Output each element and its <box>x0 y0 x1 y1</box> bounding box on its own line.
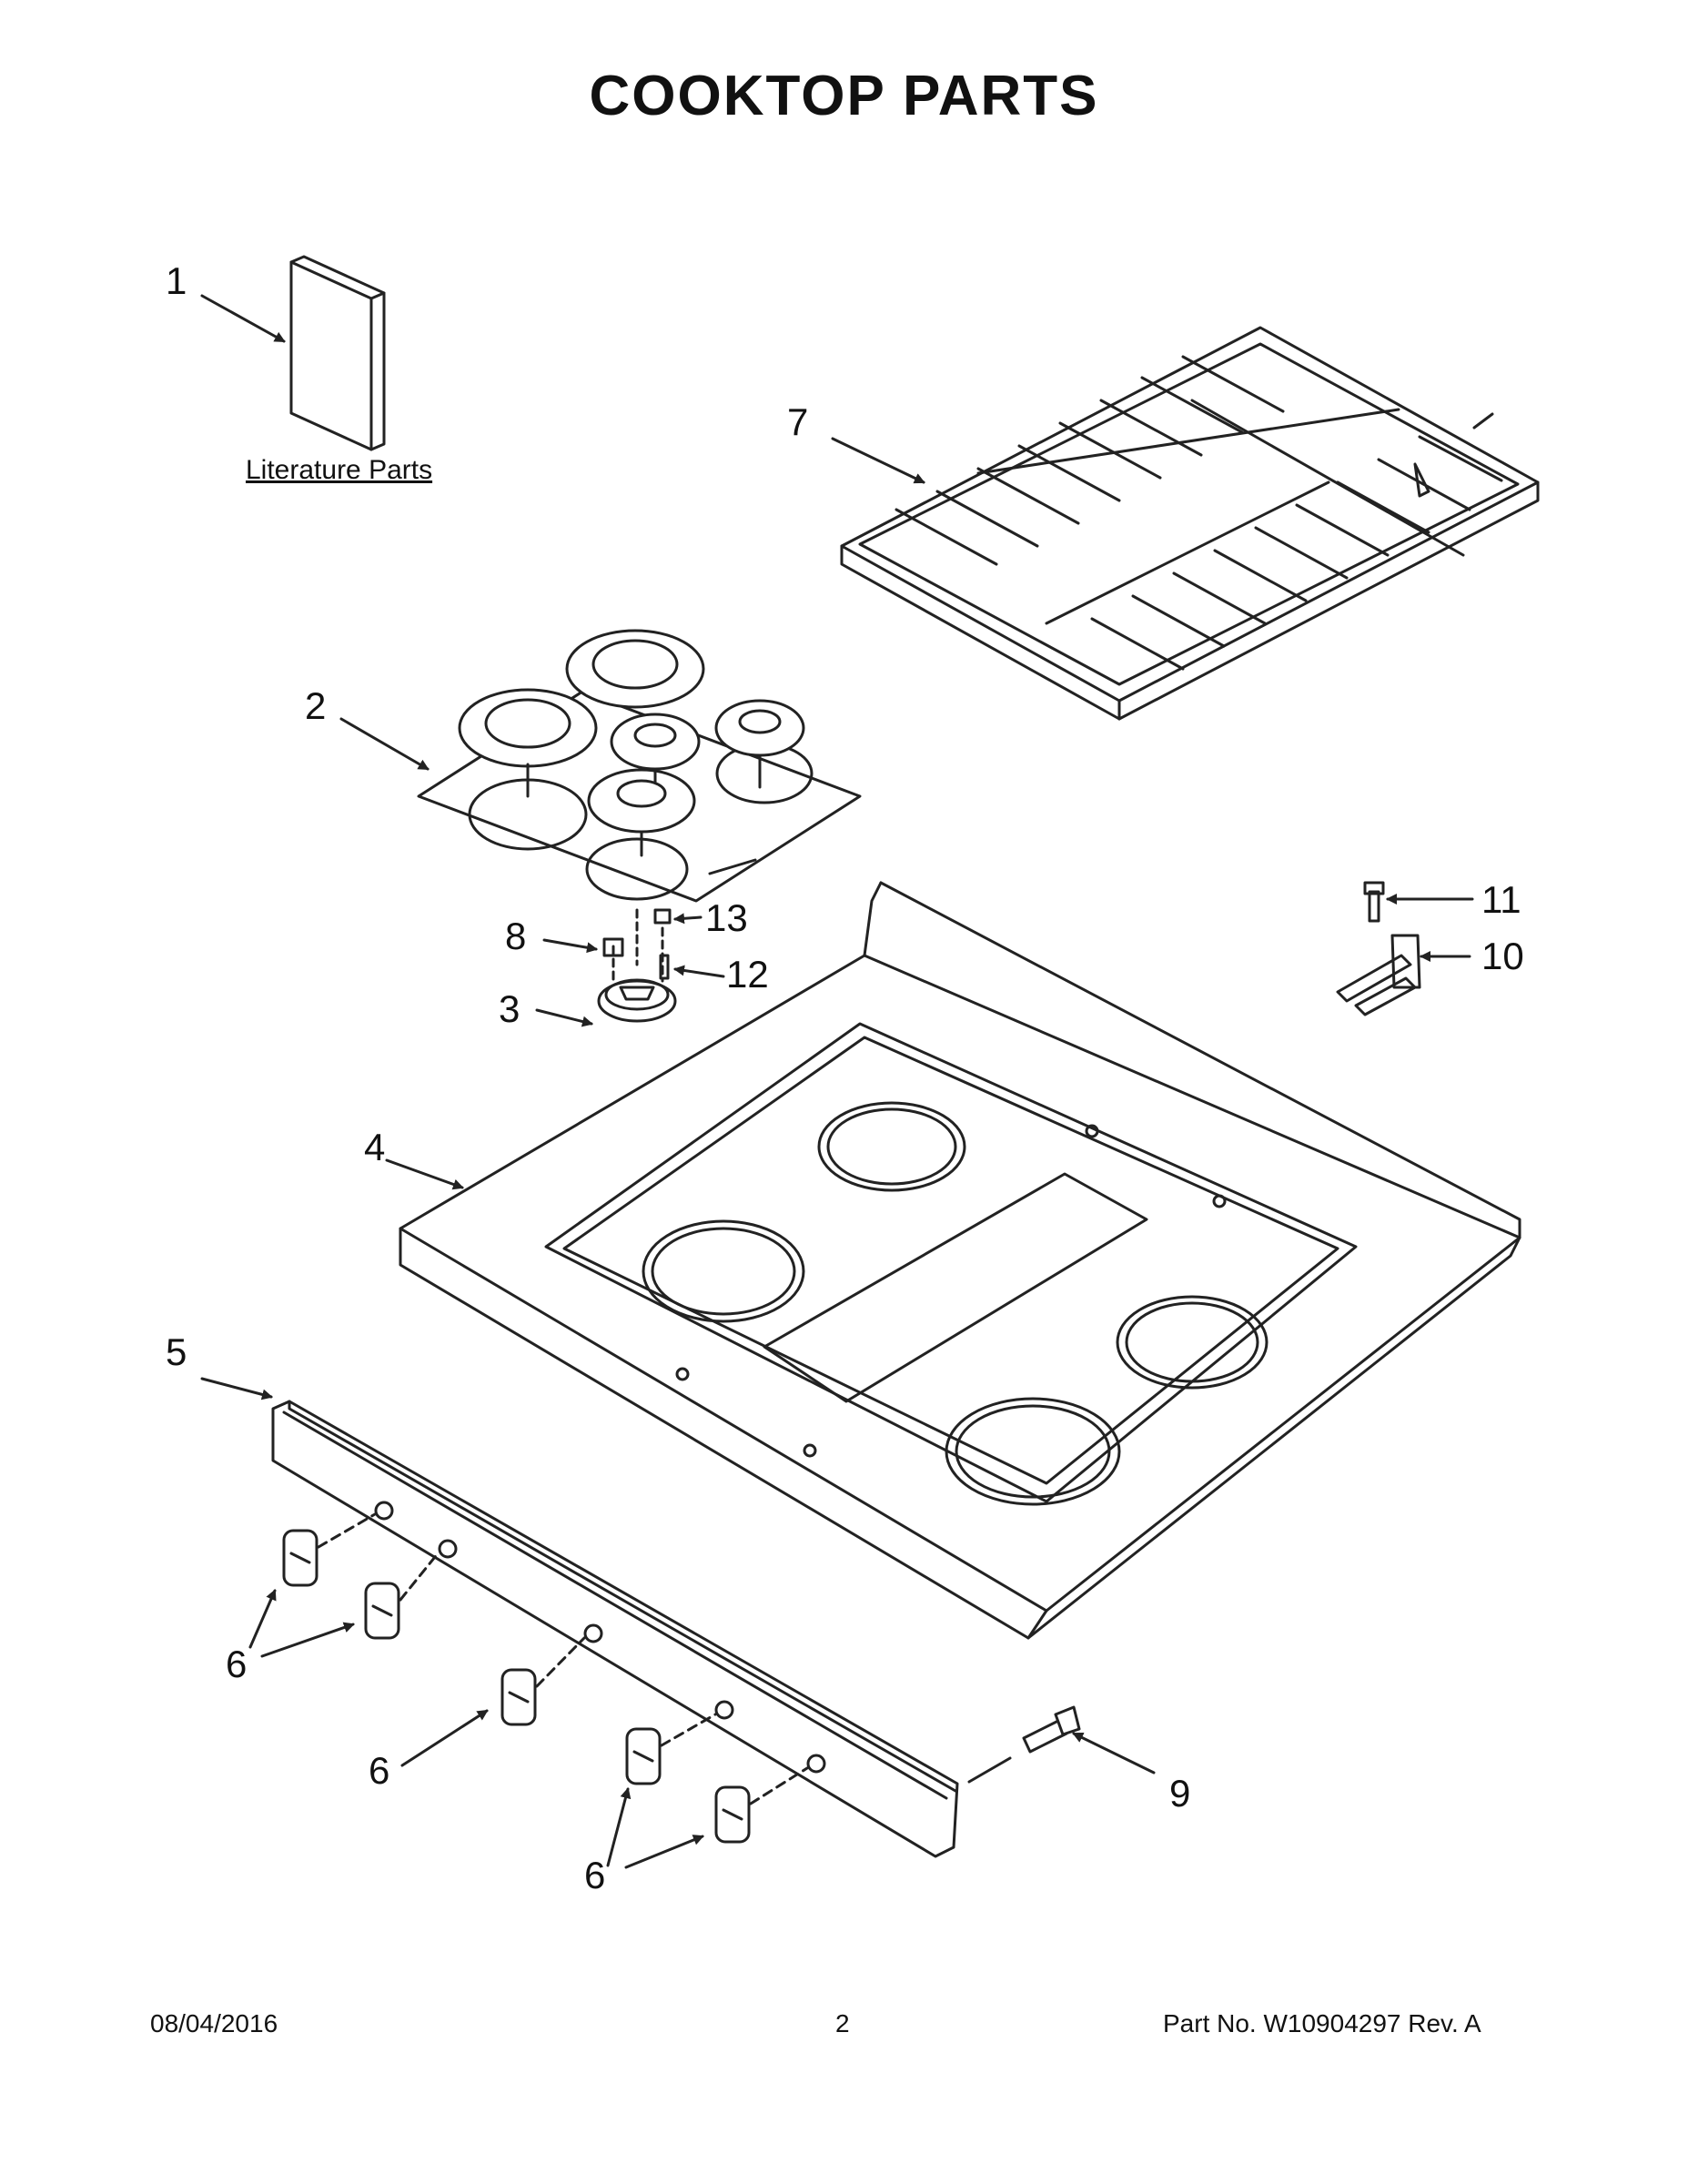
callout-5: 5 <box>166 1330 187 1373</box>
callout-11: 11 <box>1481 878 1521 921</box>
callout-8: 8 <box>505 915 527 957</box>
page-title: COOKTOP PARTS <box>589 65 1099 127</box>
callout-3: 3 <box>499 987 521 1030</box>
footer-date: 08/04/2016 <box>150 2009 278 2037</box>
footer-part-number: Part No. W10904297 Rev. A <box>1163 2009 1481 2037</box>
burner-caps <box>417 629 862 903</box>
callout-9: 9 <box>1169 1772 1191 1815</box>
callout-4: 4 <box>364 1126 386 1168</box>
callout-2: 2 <box>305 684 327 727</box>
burner-base <box>597 908 677 1023</box>
callout-7: 7 <box>787 400 809 443</box>
callout-6c: 6 <box>584 1854 606 1896</box>
control-knobs <box>282 1512 809 1844</box>
side-bracket <box>1336 881 1421 1016</box>
literature-booklet <box>289 255 386 451</box>
footer-page-number: 2 <box>835 2009 850 2037</box>
leader-arrows <box>200 294 1474 1869</box>
control-panel <box>271 1400 959 1858</box>
callout-6a: 6 <box>226 1643 248 1685</box>
callout-6b: 6 <box>369 1749 390 1792</box>
callout-12: 12 <box>726 953 769 996</box>
screw <box>967 1705 1081 1784</box>
burner-grates <box>840 326 1540 721</box>
callout-10: 10 <box>1481 935 1524 977</box>
callout-13: 13 <box>705 896 748 939</box>
callout-1: 1 <box>166 259 187 302</box>
literature-parts-label: Literature Parts <box>246 455 433 485</box>
cooktop-surface <box>399 881 1521 1640</box>
